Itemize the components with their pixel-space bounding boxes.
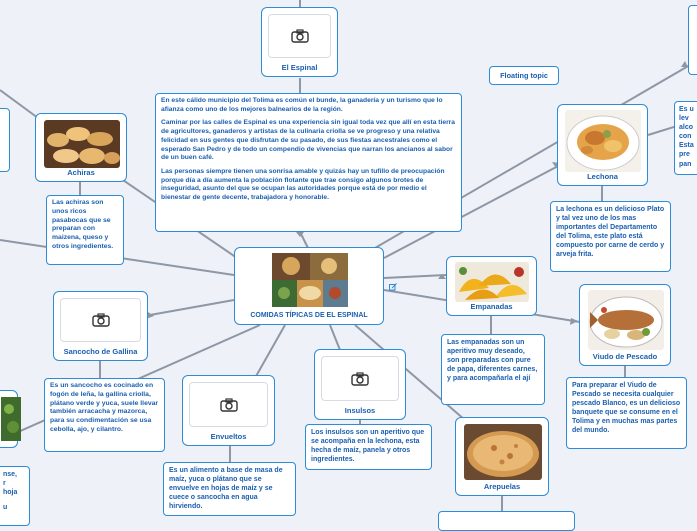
fragment-line: pan bbox=[679, 160, 692, 168]
empanadas-photo bbox=[455, 262, 529, 302]
fragment-line: nse, bbox=[3, 471, 18, 478]
line-central-lechona bbox=[383, 164, 561, 259]
node-sancocho[interactable]: Sancocho de Gallina bbox=[53, 291, 148, 361]
espinal-paragraph-2: Caminar por las calles de Espinal es una… bbox=[161, 119, 455, 162]
envueltos-description[interactable]: Es un alimento a base de masa de maíz, y… bbox=[163, 462, 296, 516]
viudo-photo bbox=[588, 290, 664, 350]
vegetable-photo bbox=[1, 397, 21, 441]
fragment-line: Esta bbox=[679, 142, 694, 150]
fragment-line: lev bbox=[679, 115, 689, 123]
node-viudo[interactable]: Viudo de Pescado bbox=[579, 284, 671, 366]
achiras-title: Achiras bbox=[67, 168, 95, 177]
image-placeholder bbox=[268, 14, 331, 58]
central-title: COMIDAS TÍPICAS DE EL ESPINAL bbox=[250, 312, 368, 319]
line-central-envueltos bbox=[254, 324, 286, 379]
lechona-photo bbox=[565, 110, 641, 172]
camera-icon bbox=[351, 371, 369, 386]
node-lechona[interactable]: Lechona bbox=[557, 104, 648, 186]
left-bottom-node-cut[interactable] bbox=[0, 390, 21, 448]
node-espinal[interactable]: El Espinal bbox=[261, 7, 338, 77]
lechona-description[interactable]: La lechona es un delicioso Plato y tal v… bbox=[550, 201, 671, 272]
fragment-line: Es u bbox=[679, 106, 694, 113]
espinal-paragraph-1: En este cálido municipio del Tolima es c… bbox=[161, 97, 443, 113]
envueltos-title: Envueltos bbox=[210, 432, 247, 441]
node-arepuelas[interactable]: Arepuelas bbox=[455, 417, 549, 496]
food-collage-image bbox=[272, 253, 348, 307]
line-left-top bbox=[0, 89, 39, 119]
espinal-title: El Espinal bbox=[281, 63, 318, 72]
fragment-line: alco bbox=[679, 124, 694, 132]
node-empanadas[interactable]: Empanadas bbox=[446, 256, 537, 316]
node-envueltos[interactable]: Envueltos bbox=[182, 375, 275, 446]
image-placeholder bbox=[60, 298, 141, 342]
link-icon[interactable] bbox=[389, 283, 397, 291]
central-topic[interactable]: COMIDAS TÍPICAS DE EL ESPINAL bbox=[234, 247, 384, 325]
camera-icon bbox=[91, 313, 110, 327]
node-achiras[interactable]: Achiras bbox=[35, 113, 127, 182]
arepuelas-photo bbox=[464, 424, 542, 480]
achiras-photo bbox=[44, 120, 120, 168]
insulsos-description[interactable]: Los insulsos son un aperitivo que se aco… bbox=[305, 424, 432, 470]
sancocho-title: Sancocho de Gallina bbox=[63, 347, 138, 356]
image-placeholder bbox=[321, 356, 399, 401]
right-mid-description-cut[interactable]: Es u lev alco con Esta pre pan bbox=[674, 101, 697, 175]
left-bottom-description-cut[interactable]: nse, r hoja u bbox=[0, 466, 30, 526]
camera-icon bbox=[219, 397, 238, 412]
left-top-node-cut[interactable] bbox=[0, 108, 10, 172]
line-central-sancocho bbox=[149, 299, 235, 316]
fragment-line: con bbox=[679, 133, 692, 141]
viudo-title: Viudo de Pescado bbox=[592, 352, 658, 361]
right-top-node-cut[interactable] bbox=[688, 5, 697, 75]
empanadas-description[interactable]: Las empanadas son un aperitivo muy desea… bbox=[441, 334, 545, 405]
lechona-title: Lechona bbox=[587, 172, 618, 181]
achiras-description[interactable]: Las achiras son unos ricos pasabocas que… bbox=[46, 195, 124, 265]
insulsos-title: Insulsos bbox=[344, 406, 376, 415]
espinal-paragraph-3: Las personas siempre tienen una sonrisa … bbox=[161, 167, 445, 202]
espinal-description[interactable]: En este cálido municipio del Tolima es c… bbox=[155, 93, 462, 232]
arepuelas-description-cut[interactable] bbox=[438, 511, 575, 531]
sancocho-description[interactable]: Es un sancocho es cocinado en fogón de l… bbox=[44, 378, 165, 452]
camera-icon bbox=[290, 29, 309, 43]
viudo-description[interactable]: Para preparar el Viudo de Pescado se nec… bbox=[566, 377, 687, 449]
fragment-line: r bbox=[3, 480, 6, 488]
floating-topic[interactable]: Floating topic bbox=[489, 66, 559, 85]
fragment-line: hoja bbox=[3, 489, 18, 497]
arepuelas-title: Arepuelas bbox=[483, 482, 521, 491]
fragment-line: u bbox=[3, 504, 8, 512]
line-central-empanadas bbox=[383, 274, 447, 279]
empanadas-title: Empanadas bbox=[470, 302, 513, 311]
node-insulsos[interactable]: Insulsos bbox=[314, 349, 406, 420]
line-central-insulsos bbox=[329, 324, 341, 351]
image-placeholder bbox=[189, 382, 268, 427]
floating-topic-label: Floating topic bbox=[500, 71, 548, 80]
fragment-line: pre bbox=[679, 151, 690, 159]
